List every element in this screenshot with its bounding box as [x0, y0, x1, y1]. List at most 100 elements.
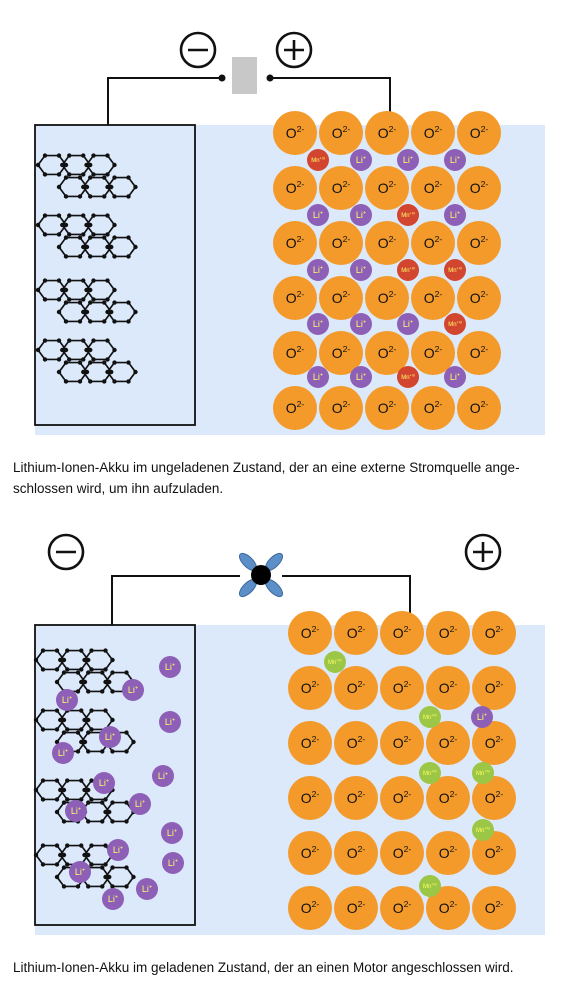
oxygen-ion-label: O2- — [286, 124, 305, 141]
oxygen-ion-label: O2- — [485, 734, 504, 751]
graphite-layer-atom — [56, 297, 62, 302]
graphite-layer-atom — [86, 717, 91, 723]
graphite-layer-atom — [42, 297, 48, 302]
graphite-layer-atom — [61, 787, 67, 793]
graphite-layer-atom — [82, 739, 88, 745]
graphite-layer-atom — [126, 379, 131, 384]
graphite-layer-atom — [35, 347, 41, 353]
graphite-layer-atom — [42, 172, 48, 177]
graphite-layer-atom — [82, 657, 87, 663]
manganese-ion — [419, 875, 441, 897]
graphite-layer-atom — [63, 360, 69, 365]
graphite-layer-atom — [35, 287, 41, 293]
oxygen-ion-label: O2- — [393, 899, 412, 916]
oxygen-ion — [472, 611, 516, 655]
graphite-layer-atom — [112, 162, 117, 168]
oxygen-ion — [411, 386, 455, 430]
lithium-ion-label: Li+ — [356, 372, 366, 382]
graphite-layer-atom — [54, 708, 60, 713]
oxygen-ion-label: O2- — [393, 624, 412, 641]
lithium-ion — [397, 313, 419, 335]
lithium-ion-label: Li+ — [105, 732, 115, 742]
graphite-layer-atom — [100, 884, 105, 889]
oxygen-ion — [411, 111, 455, 155]
graphite-layer-atom — [82, 679, 88, 685]
graphite-layers — [33, 648, 136, 889]
lithium-ion-label: Li+ — [165, 662, 175, 672]
graphite-layer-atom — [112, 222, 117, 228]
graphite-layer-atom — [88, 162, 93, 168]
graphite-layer-atom — [110, 749, 115, 754]
oxygen-ion — [288, 886, 332, 930]
oxygen-ion — [457, 111, 501, 155]
oxygen-ion-label: O2- — [470, 179, 489, 196]
lithium-ion — [444, 149, 466, 171]
manganese-ion — [397, 259, 419, 281]
power-source — [232, 57, 257, 94]
graphite-layer-atom — [126, 254, 131, 259]
graphite-layer-atom — [103, 667, 108, 672]
graphite-layer-atom — [54, 648, 60, 653]
lithium-ion-label: Li+ — [58, 748, 68, 758]
graphite-layer-atom — [75, 884, 81, 889]
graphite-layer-atom — [82, 717, 87, 723]
graphite-layer-atom — [63, 347, 69, 353]
lithium-ion — [162, 852, 184, 874]
manganese-ion — [444, 313, 466, 335]
lithium-ion-label: Li+ — [165, 717, 175, 727]
graphite-layer-atom — [79, 843, 84, 848]
graphite-layer-atom — [63, 287, 69, 293]
graphite-layer-atom — [112, 235, 117, 240]
graphite-layer-atom — [126, 235, 131, 240]
graphite-layer-atom — [91, 153, 96, 158]
graphite-layer-atom — [124, 800, 129, 805]
graphite-layer-atom — [75, 730, 81, 735]
lithium-ion — [69, 861, 91, 883]
oxygen-ion-label: O2- — [470, 234, 489, 251]
graphite-layer-atom — [33, 852, 39, 858]
graphite-layer-atom — [35, 162, 41, 168]
graphite-layer-atom — [86, 670, 91, 675]
oxygen-ion — [319, 386, 363, 430]
lithium-ion — [350, 259, 372, 281]
graphite-layer-atom — [89, 797, 94, 802]
lithium-ion-label: Li+ — [168, 858, 178, 868]
graphite-layer-atom — [126, 360, 131, 365]
oxygen-ion-label: O2- — [378, 179, 397, 196]
anode-electrode — [34, 124, 196, 426]
graphite-layer-atom — [42, 153, 48, 158]
lithium-ion — [65, 800, 87, 822]
oxygen-ion-label: O2- — [424, 289, 443, 306]
oxygen-ion-label: O2- — [347, 624, 366, 641]
graphite-layer-atom — [61, 852, 67, 858]
oxygen-ion — [365, 166, 409, 210]
graphite-layer-atom — [124, 730, 129, 735]
graphite-layer-atom — [126, 194, 131, 199]
graphite-layer-atom — [84, 309, 90, 315]
graphite-layer-atom — [86, 800, 91, 805]
graphite-layer-atom — [88, 360, 93, 365]
oxygen-ion-label: O2- — [378, 124, 397, 141]
oxygen-ion — [365, 221, 409, 265]
graphite-layer-atom — [91, 338, 96, 343]
oxygen-ion — [319, 166, 363, 210]
oxygen-ion-label: O2- — [393, 789, 412, 806]
lithium-ion-label: Li+ — [356, 210, 366, 220]
graphite-layer-atom — [77, 379, 83, 384]
oxygen-ion — [288, 666, 332, 710]
oxygen-ion — [334, 611, 378, 655]
graphite-layer-atom — [112, 175, 117, 180]
manganese-ion — [397, 366, 419, 388]
oxygen-ion — [426, 886, 470, 930]
oxygen-ion — [319, 276, 363, 320]
graphite-layer-atom — [65, 862, 70, 867]
graphite-layer-atom — [105, 153, 110, 158]
graphite-layer-atom — [100, 819, 105, 824]
graphite-layer-atom — [102, 175, 107, 180]
oxygen-ion — [411, 166, 455, 210]
graphite-layer-atom — [110, 657, 115, 663]
oxygen-lattice: O2-O2-O2-O2-O2-O2-O2-O2-O2-O2-O2-O2-O2-O… — [288, 611, 516, 930]
graphite-layer-atom — [112, 360, 117, 365]
oxygen-ion-label: O2- — [332, 344, 351, 361]
oxygen-ion — [334, 666, 378, 710]
